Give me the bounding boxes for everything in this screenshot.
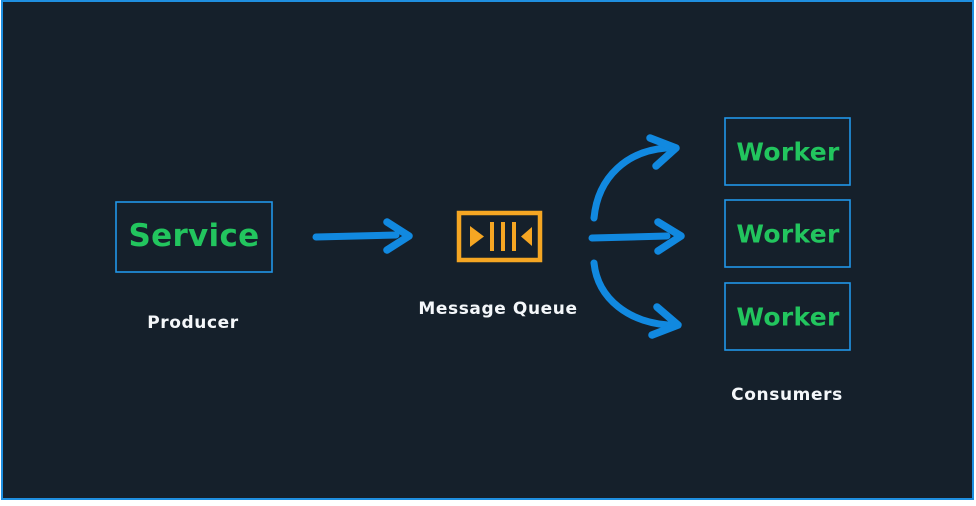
arrow-shaft bbox=[590, 144, 670, 222]
message-queue-icon[interactable] bbox=[456, 210, 543, 263]
service-box[interactable] bbox=[115, 201, 273, 273]
worker-box-label: Worker bbox=[736, 220, 840, 249]
arrow-queue-to-worker-1 bbox=[590, 134, 680, 222]
arrow-head bbox=[383, 218, 413, 254]
worker-node-2[interactable]: Worker bbox=[724, 199, 851, 268]
message-queue-caption: Message Queue bbox=[418, 299, 577, 319]
message-queue-node[interactable] bbox=[456, 210, 543, 263]
worker-box[interactable] bbox=[724, 199, 851, 268]
queue-enqueue-triangle-icon bbox=[470, 226, 484, 247]
worker-box-label: Worker bbox=[736, 138, 840, 167]
producer-caption: Producer bbox=[147, 313, 239, 333]
arrow-head bbox=[646, 134, 680, 170]
service-box-label: Service bbox=[129, 218, 260, 254]
worker-node-3[interactable]: Worker bbox=[724, 282, 851, 351]
worker-box[interactable] bbox=[724, 117, 851, 186]
arrow-shaft bbox=[590, 259, 672, 329]
worker-box-label: Worker bbox=[736, 303, 840, 332]
arrow-queue-to-worker-3 bbox=[590, 259, 682, 339]
arrow-shaft bbox=[312, 231, 400, 241]
worker-node-1[interactable]: Worker bbox=[724, 117, 851, 186]
arrow-producer-to-queue bbox=[312, 218, 413, 254]
arrow-head bbox=[654, 218, 685, 255]
queue-dequeue-triangle-icon bbox=[521, 227, 532, 246]
consumers-caption: Consumers bbox=[731, 385, 843, 405]
arrow-head bbox=[648, 303, 682, 339]
worker-box[interactable] bbox=[724, 282, 851, 351]
arrow-shaft bbox=[588, 232, 671, 242]
producer-node[interactable]: Service bbox=[115, 201, 273, 273]
arrow-queue-to-worker-2 bbox=[588, 218, 685, 255]
